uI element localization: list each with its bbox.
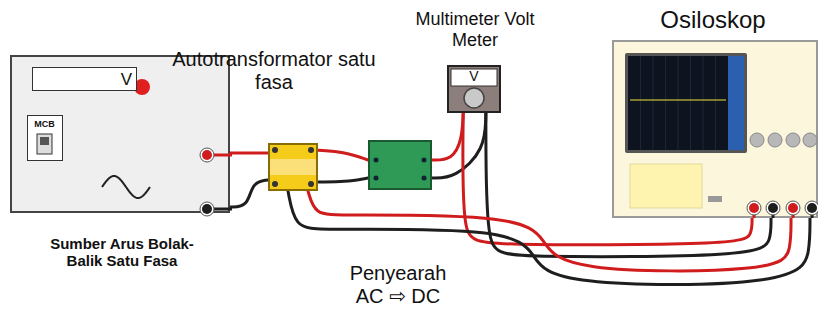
sine-symbol xyxy=(102,176,150,198)
terminal xyxy=(749,203,759,213)
mcb-breaker: MCB xyxy=(27,115,63,161)
terminal xyxy=(788,203,798,213)
rectifier-module-drawing xyxy=(370,142,434,192)
connecting-wire xyxy=(318,150,368,160)
meter-display xyxy=(451,69,497,86)
terminal-screw xyxy=(308,147,314,153)
grid-line xyxy=(690,56,691,150)
oscilloscope-label: Osiloskop xyxy=(606,6,818,34)
autotransformer: Autotransformator satu fasa xyxy=(268,143,318,191)
breaker-toggle xyxy=(37,134,52,154)
multimeter-label: Multimeter Volt Meter xyxy=(411,9,539,50)
terminal xyxy=(202,150,212,160)
source-heading: Sumber Arus Bolak-Balik Satu Fasa xyxy=(47,235,197,270)
oscilloscope-drawing xyxy=(614,42,818,220)
screen xyxy=(628,56,728,150)
terminal-rim xyxy=(747,201,761,215)
grid-line xyxy=(653,56,654,150)
meter-unit: V xyxy=(452,68,496,84)
voltage-display: V xyxy=(32,67,137,91)
menu-panel xyxy=(728,56,744,150)
display-unit: V xyxy=(33,70,132,90)
connecting-wire xyxy=(230,180,268,207)
terminal-rim xyxy=(786,201,800,215)
terminal-screw xyxy=(308,181,314,187)
connecting-wire xyxy=(432,113,486,178)
core-highlight xyxy=(270,159,316,175)
grid-line xyxy=(703,56,704,150)
oscilloscope: Osiloskop xyxy=(612,40,818,218)
terminal-screw xyxy=(374,176,379,181)
power-button xyxy=(708,196,722,202)
terminal-screw xyxy=(272,181,278,187)
selector-dial xyxy=(464,88,484,108)
terminal-screw xyxy=(272,147,278,153)
grid-line xyxy=(678,56,679,150)
rectifier-label: Penyearah AC ⇨ DC xyxy=(338,262,458,308)
control-knob xyxy=(786,133,800,147)
autotransformer-drawing xyxy=(270,145,320,193)
terminal-screw xyxy=(422,158,427,163)
control-area xyxy=(630,164,702,208)
trace xyxy=(630,99,726,100)
connecting-wire xyxy=(230,151,268,154)
ac-source-panel: VMCBSumber Arus Bolak-Balik Satu Fasa xyxy=(10,55,230,213)
control-knob xyxy=(803,133,817,147)
screen-frame xyxy=(625,53,747,153)
control-knob xyxy=(768,133,782,147)
terminal xyxy=(202,204,212,214)
terminal-rim xyxy=(766,201,780,215)
terminal-screw xyxy=(374,158,379,163)
terminal-rim xyxy=(805,201,818,215)
mcb-label: MCB xyxy=(28,119,61,129)
terminal-rim xyxy=(200,148,214,162)
multimeter: Multimeter Volt MeterV xyxy=(447,65,501,113)
breaker-lever xyxy=(40,137,49,145)
connecting-wire xyxy=(318,178,368,182)
grid-line xyxy=(640,56,641,150)
autotransformer-label: Autotransformator satu fasa xyxy=(169,48,379,94)
terminal xyxy=(768,203,778,213)
grid-line xyxy=(715,56,716,150)
terminal-rim xyxy=(200,202,214,216)
connecting-wire xyxy=(432,113,463,160)
rectifier-module: Penyearah AC ⇨ DC xyxy=(368,140,432,190)
grid-line xyxy=(665,56,666,150)
terminal xyxy=(807,203,817,213)
indicator-lamp xyxy=(134,79,150,95)
terminal-screw xyxy=(422,176,427,181)
control-knob xyxy=(750,133,764,147)
